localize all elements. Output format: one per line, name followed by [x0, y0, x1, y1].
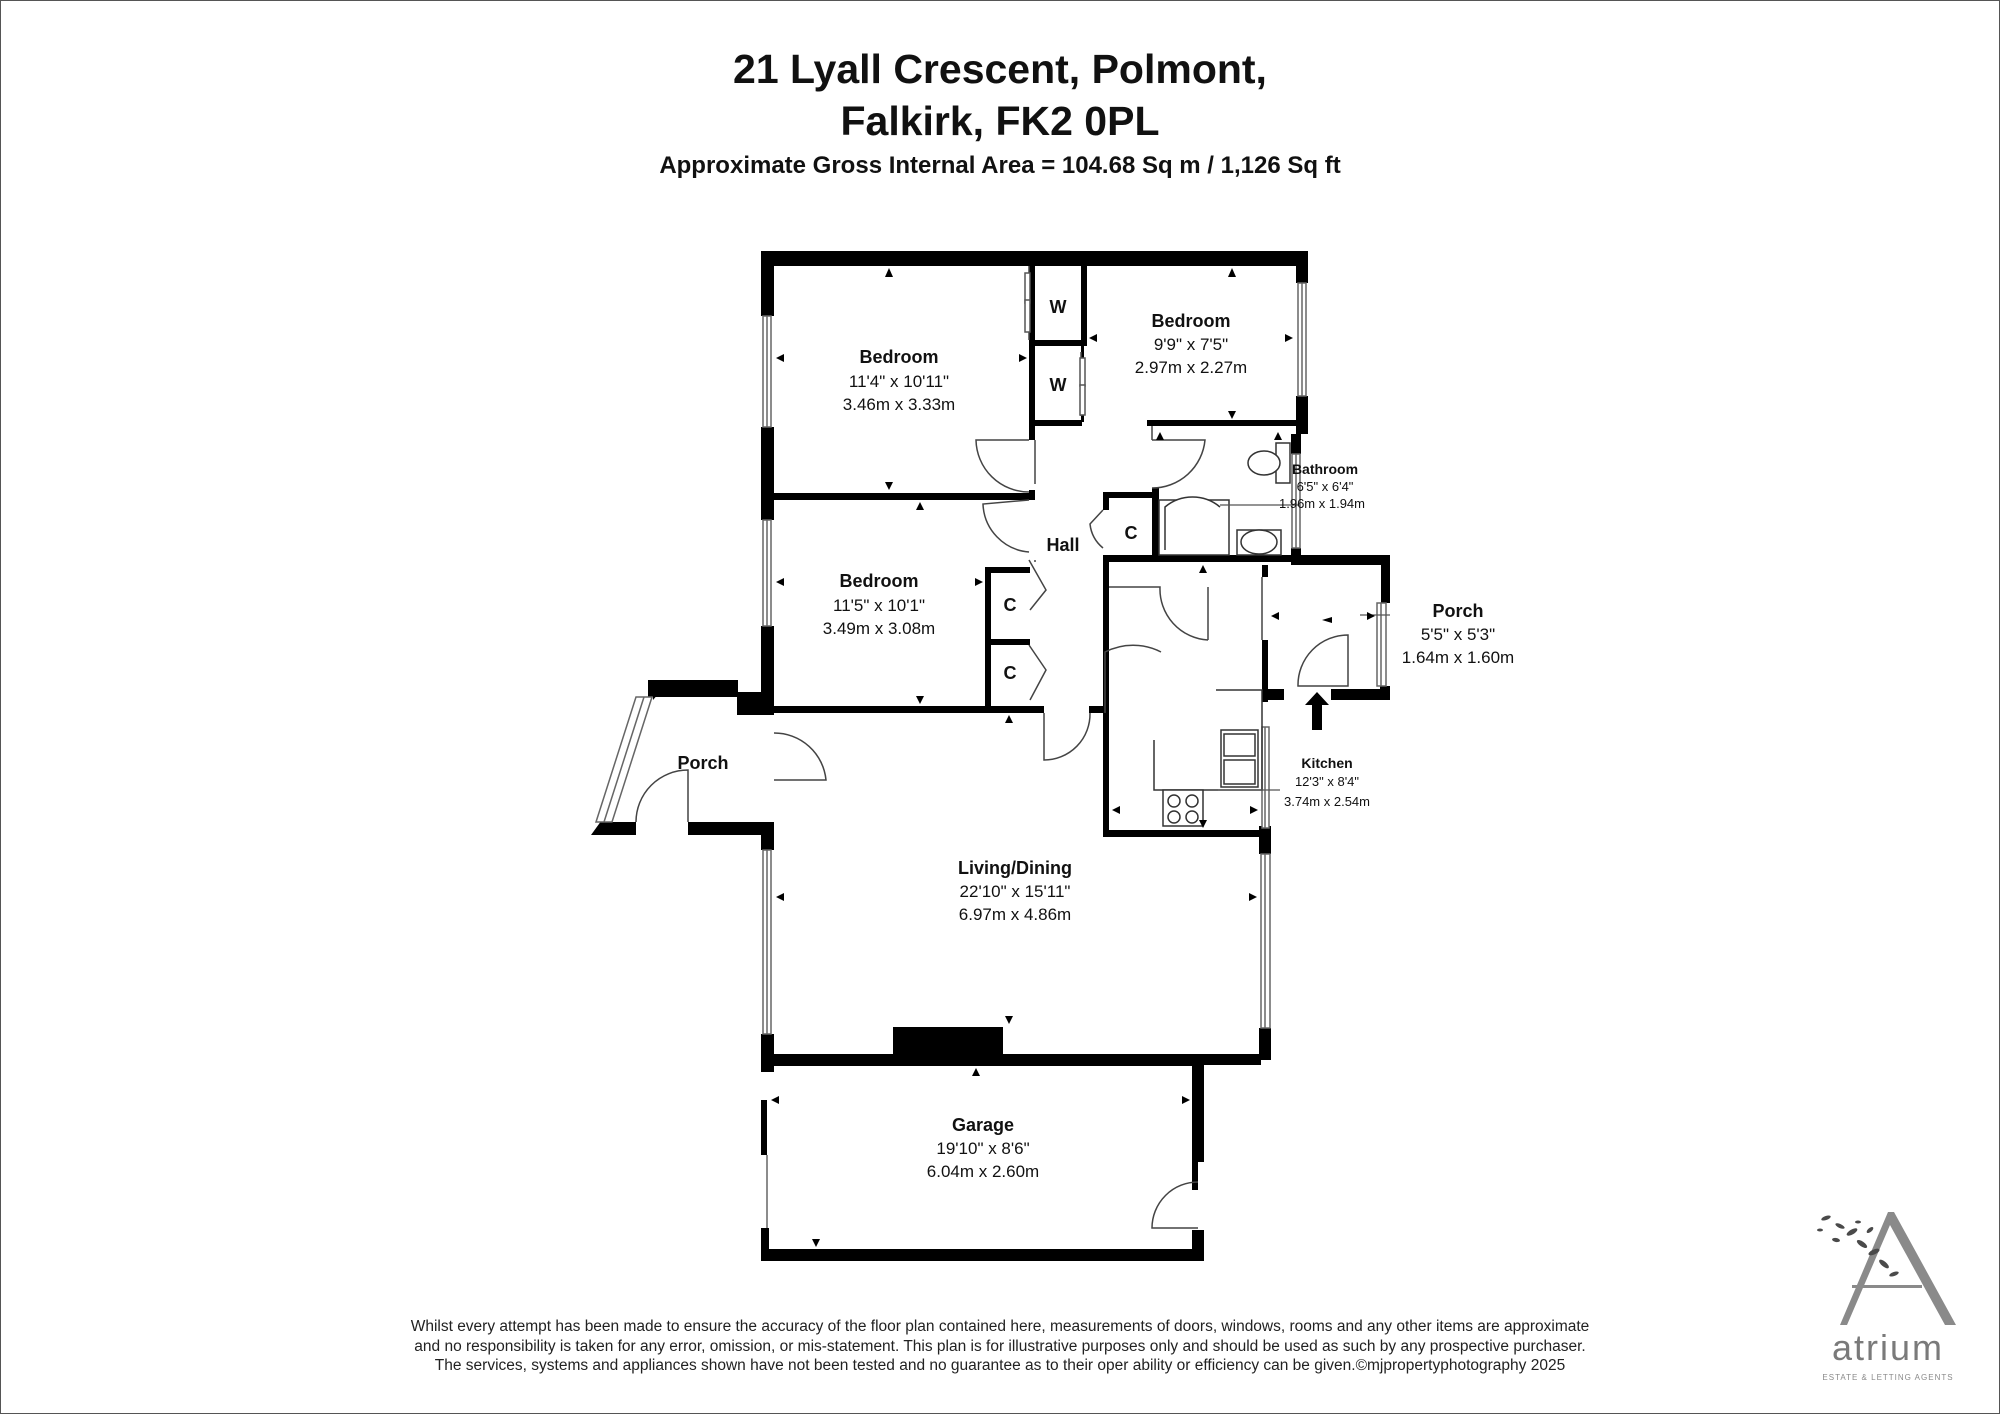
entry-arrow: [1305, 692, 1329, 730]
room-size-imperial: 9'9" x 7'5": [1154, 335, 1228, 354]
cupboard-label: C: [1125, 523, 1138, 543]
room-size-imperial: 5'5" x 5'3": [1421, 625, 1495, 644]
logo-letter-a-icon: [1840, 1212, 1956, 1325]
room-living-dining: Living/Dining 22'10" x 15'11" 6.97m x 4.…: [958, 858, 1072, 924]
room-size-imperial: 11'5" x 10'1": [833, 596, 925, 615]
windows: [594, 282, 1387, 1228]
disclaimer-line: The services, systems and appliances sho…: [434, 1357, 1566, 1374]
room-name: Living/Dining: [958, 858, 1072, 878]
room-name: Bathroom: [1292, 461, 1358, 477]
room-size-metric: 6.04m x 2.60m: [927, 1162, 1039, 1181]
room-size-imperial: 12'3" x 8'4": [1295, 774, 1359, 789]
gross-internal-area: Approximate Gross Internal Area = 104.68…: [659, 152, 1341, 179]
room-garage: Garage 19'10" x 8'6" 6.04m x 2.60m: [927, 1115, 1039, 1181]
cupboard-label: C: [1004, 663, 1017, 683]
cupboard-label: C: [1004, 595, 1017, 615]
room-size-imperial: 19'10" x 8'6": [936, 1139, 1029, 1158]
walls: [591, 251, 1390, 1261]
room-size-metric: 2.97m x 2.27m: [1135, 358, 1247, 377]
leaf-branch-icon: [1817, 1215, 1899, 1277]
wardrobe-doors: [1024, 272, 1086, 416]
room-kitchen: Kitchen 12'3" x 8'4" 3.74m x 2.54m: [1284, 755, 1370, 809]
room-name: Porch: [1432, 601, 1483, 621]
room-size-imperial: 22'10" x 15'11": [960, 882, 1071, 901]
room-size-metric: 3.49m x 3.08m: [823, 619, 935, 638]
room-size-metric: 1.96m x 1.94m: [1279, 496, 1365, 511]
disclaimer-line: Whilst every attempt has been made to en…: [410, 1318, 1590, 1335]
room-name: Bedroom: [839, 571, 918, 591]
room-name: Bedroom: [859, 347, 938, 367]
atrium-logo: atrium ESTATE & LETTING AGENTS: [1817, 1212, 1956, 1382]
disclaimer: Whilst every attempt has been made to en…: [300, 1317, 1700, 1376]
room-porch-left-label: Porch: [677, 753, 728, 773]
room-name: Garage: [952, 1115, 1014, 1135]
address-line-2: Falkirk, FK2 0PL: [840, 98, 1160, 144]
address-line-1: 21 Lyall Crescent, Polmont,: [733, 46, 1267, 92]
fixtures: [1153, 442, 1291, 827]
room-name: Bedroom: [1151, 311, 1230, 331]
room-size-metric: 3.46m x 3.33m: [843, 395, 955, 414]
room-bedroom-3: Bedroom 11'5" x 10'1" 3.49m x 3.08m: [823, 571, 935, 638]
room-bathroom: Bathroom 6'5" x 6'4" 1.96m x 1.94m: [1279, 461, 1365, 511]
dimension-lines: [1218, 504, 1390, 791]
wardrobe-label: W: [1050, 375, 1067, 395]
wardrobe-label: W: [1050, 297, 1067, 317]
dimension-ticks: [771, 268, 1375, 1247]
room-porch-right: Porch 5'5" x 5'3" 1.64m x 1.60m: [1402, 601, 1514, 667]
room-size-metric: 6.97m x 4.86m: [959, 905, 1071, 924]
room-name: Kitchen: [1301, 755, 1352, 771]
logo-name: atrium: [1832, 1327, 1944, 1368]
room-size-metric: 1.64m x 1.60m: [1402, 648, 1514, 667]
logo-tagline: ESTATE & LETTING AGENTS: [1822, 1373, 1953, 1382]
room-size-metric: 3.74m x 2.54m: [1284, 794, 1370, 809]
room-hall-label: Hall: [1046, 535, 1079, 555]
disclaimer-line: and no responsibility is taken for any e…: [414, 1337, 1586, 1355]
room-bedroom-1: Bedroom 11'4" x 10'11" 3.46m x 3.33m: [843, 347, 955, 414]
room-bedroom-2: Bedroom 9'9" x 7'5" 2.97m x 2.27m: [1135, 311, 1247, 377]
room-size-imperial: 6'5" x 6'4": [1297, 479, 1354, 494]
room-size-imperial: 11'4" x 10'11": [849, 372, 949, 391]
